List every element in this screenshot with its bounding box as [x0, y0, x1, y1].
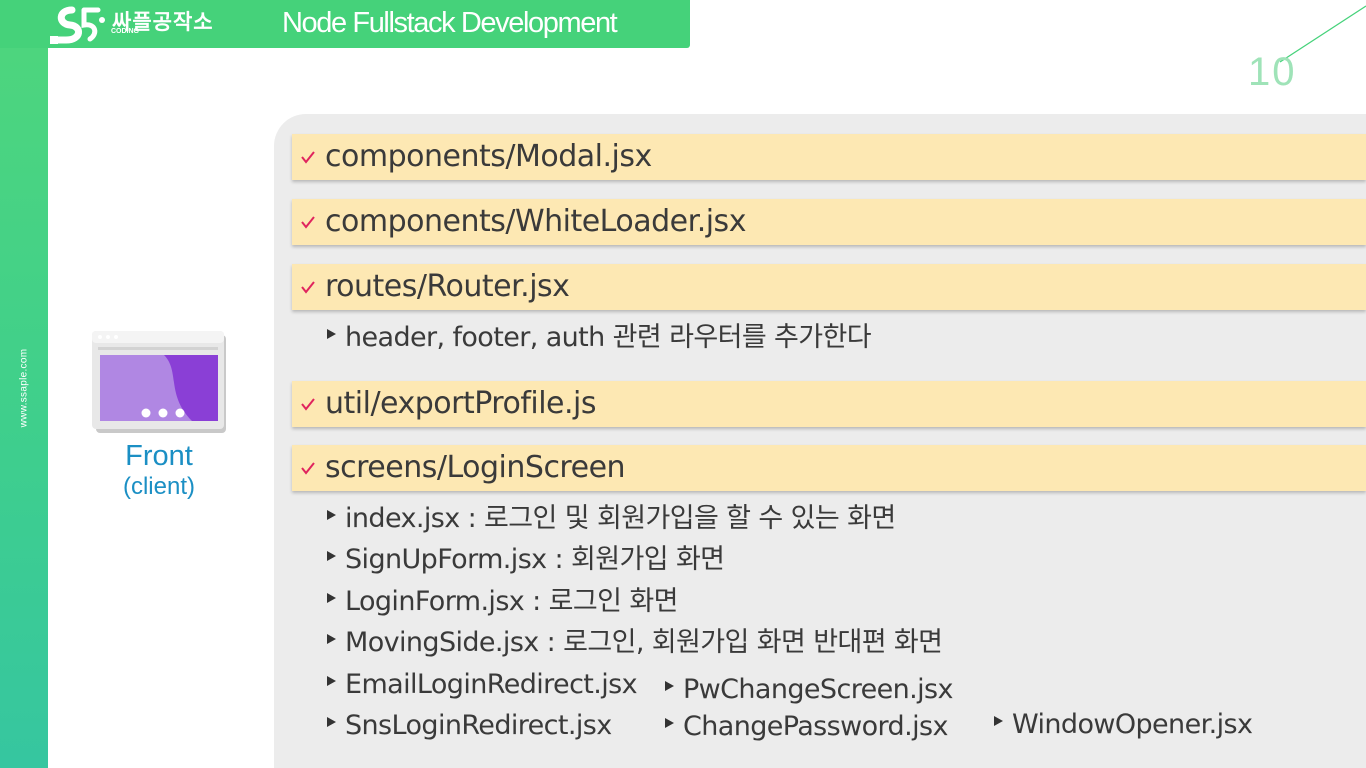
- bullet-triangle-icon: [327, 717, 336, 727]
- bullet-triangle-icon: [665, 718, 674, 728]
- section-bar: util/exportProfile.js: [292, 381, 1366, 427]
- router-note: header, footer, auth 관련 라우터를 추가한다: [327, 322, 872, 354]
- list-item: SnsLoginRedirect.jsx: [327, 710, 612, 742]
- bullet-triangle-icon: [665, 681, 674, 691]
- bullet-triangle-icon: [994, 716, 1003, 726]
- bullet-triangle-icon: [327, 329, 336, 339]
- header-bar: 싸플공작소 CODING Node Fullstack Development: [0, 0, 690, 48]
- list-item: EmailLoginRedirect.jsx: [327, 669, 638, 701]
- brand-name: 싸플공작소: [112, 10, 214, 34]
- section-bar: screens/LoginScreen: [292, 445, 1366, 491]
- front-label: Front: [125, 440, 193, 472]
- page-corner-line: [1280, 5, 1366, 63]
- bullet-triangle-icon: [327, 510, 336, 520]
- client-label: (client): [122, 473, 195, 500]
- section-bar: components/WhiteLoader.jsx: [292, 199, 1366, 245]
- section-bar: components/Modal.jsx: [292, 134, 1366, 180]
- browser-window-icon: [92, 331, 226, 433]
- site-url: www.ssaple.com: [18, 348, 30, 428]
- list-item: PwChangeScreen.jsx: [665, 674, 954, 706]
- page-number: 10: [1248, 50, 1297, 94]
- section-title: routes/Router.jsx: [325, 269, 570, 304]
- section-title: components/WhiteLoader.jsx: [325, 204, 746, 239]
- list-item: LoginForm.jsx : 로그인 화면: [327, 586, 678, 618]
- check-icon: [301, 216, 315, 229]
- check-icon: [301, 281, 315, 294]
- course-title: Node Fullstack Development: [282, 7, 618, 39]
- brand-sub: CODING: [111, 28, 139, 35]
- check-icon: [301, 151, 315, 164]
- list-item: MovingSide.jsx : 로그인, 회원가입 화면 반대편 화면: [327, 627, 943, 659]
- check-icon: [301, 462, 315, 475]
- logo-icon: [50, 6, 105, 44]
- list-item: ChangePassword.jsx: [665, 711, 948, 743]
- list-item: WindowOpener.jsx: [994, 709, 1253, 741]
- bullet-triangle-icon: [327, 551, 336, 561]
- side-strip: [0, 0, 48, 768]
- list-item: index.jsx : 로그인 및 회원가입을 할 수 있는 화면: [327, 503, 896, 535]
- section-title: screens/LoginScreen: [325, 450, 626, 485]
- section-title: util/exportProfile.js: [325, 386, 597, 421]
- check-icon: [301, 398, 315, 411]
- router-note-text: header, footer, auth 관련 라우터를 추가한다: [345, 322, 872, 353]
- bullet-triangle-icon: [327, 593, 336, 603]
- section-bar: routes/Router.jsx: [292, 264, 1366, 310]
- list-item: SignUpForm.jsx : 회원가입 화면: [327, 544, 725, 576]
- section-title: components/Modal.jsx: [325, 139, 652, 174]
- bullet-triangle-icon: [327, 634, 336, 644]
- bullet-triangle-icon: [327, 676, 336, 686]
